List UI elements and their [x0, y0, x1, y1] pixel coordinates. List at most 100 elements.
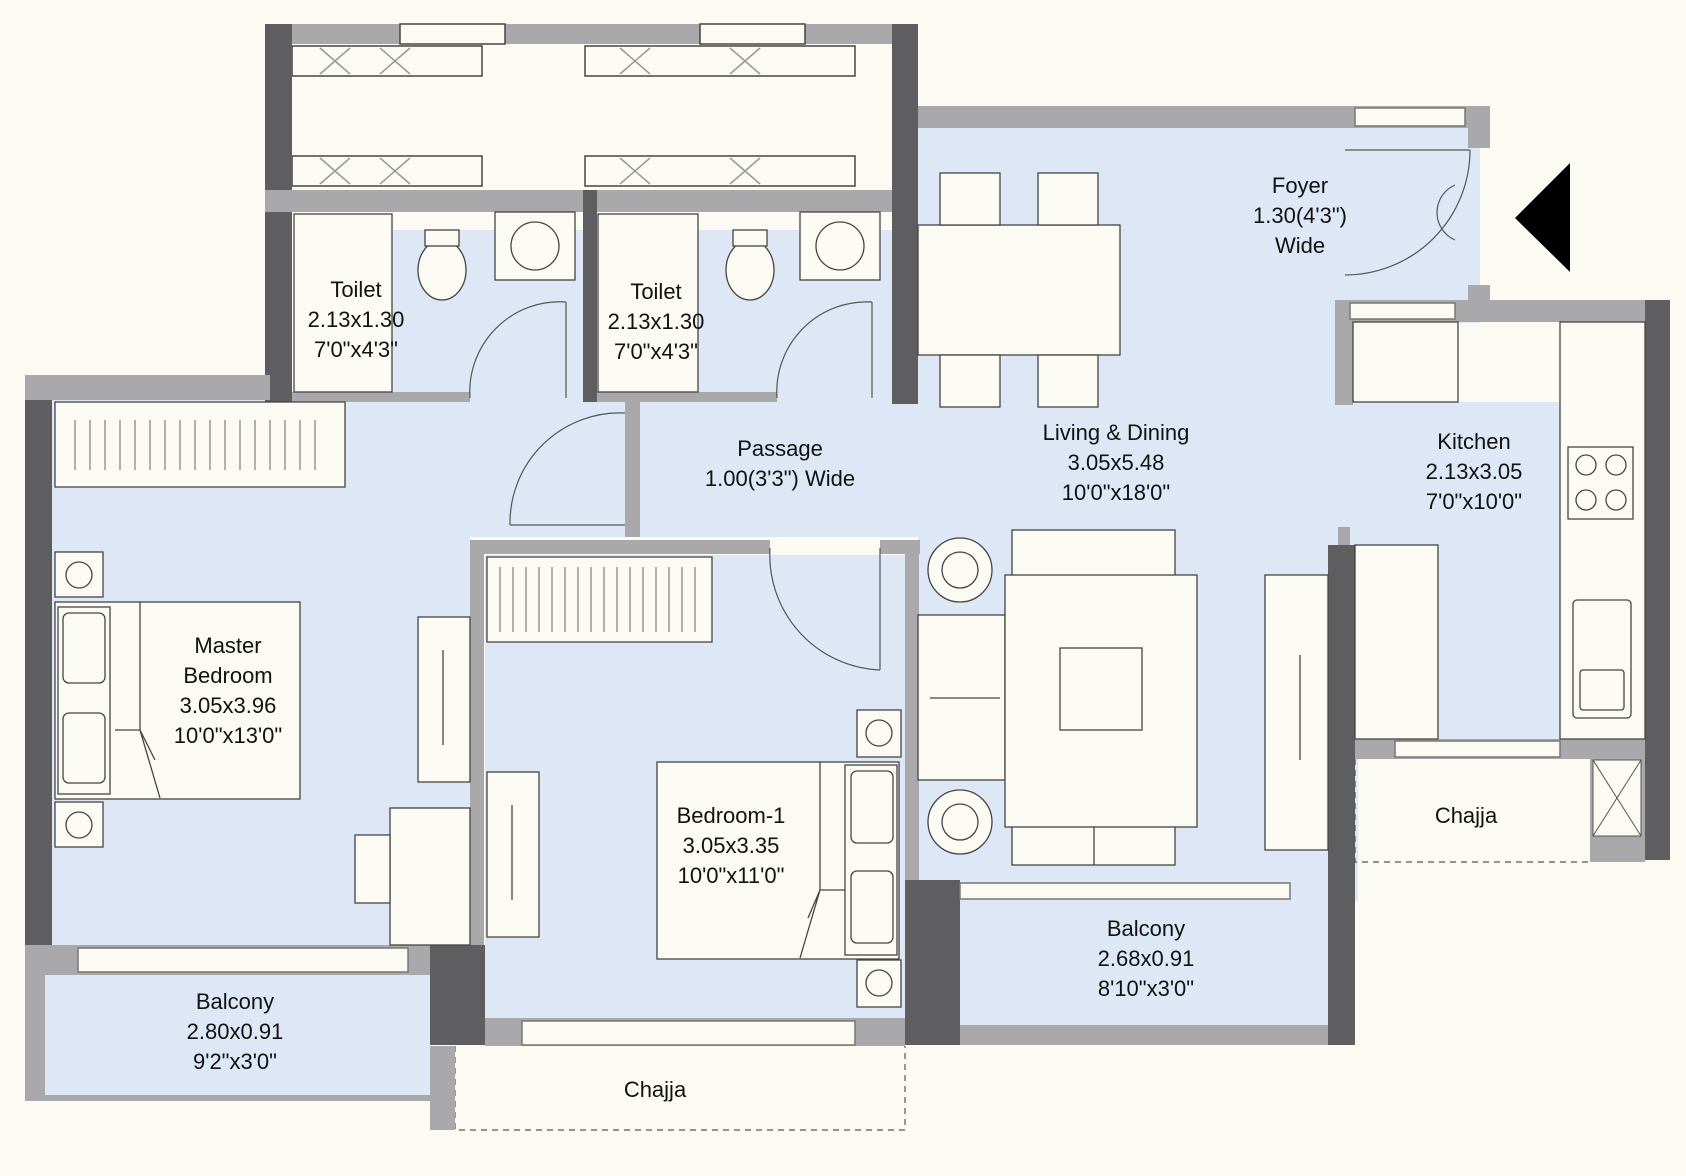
lamp-1-icon — [65, 561, 93, 589]
ac-ledge-2-cross — [619, 47, 761, 75]
bedroom-1-size-m: 3.05x3.35 — [683, 833, 780, 858]
door-master — [509, 412, 626, 526]
door-foyer — [1344, 149, 1471, 276]
wall-bed1-right — [905, 540, 919, 880]
burner-4-icon — [1605, 489, 1627, 511]
ac-ledge-1 — [291, 45, 483, 77]
balcony-master-name: Balcony — [196, 989, 274, 1014]
furniture — [54, 172, 1646, 1008]
toilet-1-name: Toilet — [330, 277, 381, 302]
kitchen-size-ft: 7'0"x10'0" — [1426, 489, 1522, 514]
toilet-2-size-m: 2.13x1.30 — [608, 309, 705, 334]
windows — [77, 107, 1561, 1046]
burner-2-icon — [1605, 454, 1627, 476]
dining-chair-3 — [939, 354, 1001, 408]
toilet-1-basin-bowl-icon — [510, 221, 560, 271]
foyer-size: 1.30(4'3") — [1253, 203, 1347, 228]
passage-size: 1.00(3'3") Wide — [705, 466, 855, 491]
chajja-right-duct-cross — [1592, 759, 1642, 837]
door-toilet-2 — [776, 301, 873, 399]
duct-area — [291, 23, 892, 192]
wall-toilet-left — [265, 190, 292, 402]
wall-toilet-top — [265, 190, 892, 212]
wall-kitchen-pillar — [1338, 527, 1350, 545]
kitchen-counter-top — [1352, 321, 1459, 403]
living-dining-size-m: 3.05x5.48 — [1068, 450, 1165, 475]
kitchen-name: Kitchen — [1437, 429, 1510, 454]
foyer-floor — [1355, 128, 1480, 323]
side-table-1-inner-icon — [941, 551, 979, 589]
bed1-bed-fold — [799, 762, 845, 959]
toilet-1-shower — [293, 213, 393, 393]
master-wardrobe-lines — [74, 420, 316, 470]
toilet-2-basin-bowl-icon — [815, 221, 865, 271]
kitchen-sink-bowl — [1579, 669, 1625, 711]
coffee-table — [1059, 647, 1143, 731]
ac-ledge-1-cross — [319, 47, 411, 75]
window-living-balcony — [959, 882, 1291, 900]
ac-ledge-4 — [584, 155, 856, 187]
wall-master-balcony-left — [25, 975, 45, 1095]
wall-master-top — [25, 375, 270, 400]
wall-toilet-bottom-2 — [597, 392, 777, 402]
wall-toilet-bottom-1 — [292, 392, 470, 402]
kitchen-size-m: 2.13x3.05 — [1426, 459, 1523, 484]
window-bed1-bottom — [521, 1020, 856, 1046]
wall-duct-left — [265, 24, 292, 194]
bedroom-1-name: Bedroom-1 — [677, 803, 786, 828]
burner-1-icon — [1575, 454, 1597, 476]
window-foyer-top — [1354, 107, 1466, 127]
chajja-bottom-shade — [430, 1046, 455, 1130]
wall-master-bed1-partition — [470, 540, 484, 945]
chajja-bottom-name: Chajja — [624, 1077, 687, 1102]
chajja-right-name: Chajja — [1435, 803, 1498, 828]
master-desk — [389, 807, 471, 946]
bed1-wardrobe — [486, 556, 713, 643]
toilet-2-name: Toilet — [630, 279, 681, 304]
ac-ledge-3 — [291, 155, 483, 187]
door-toilet-1 — [469, 301, 567, 399]
balcony-master-size-ft: 9'2"x3'0" — [193, 1049, 277, 1074]
toilet-1-size-ft: 7'0"x4'3" — [314, 337, 398, 362]
balcony-master-size-m: 2.80x0.91 — [187, 1019, 284, 1044]
toilet-2-wc-icon — [725, 239, 775, 301]
wall-foyer-right — [1468, 128, 1490, 148]
chajja-outlines — [454, 759, 1590, 1131]
master-pillow-1 — [62, 612, 106, 684]
master-bed-fold — [115, 602, 161, 799]
kitchen-fridge — [1354, 544, 1439, 740]
wall-kitchen-left — [1335, 300, 1353, 405]
toilet-1-size-m: 2.13x1.30 — [308, 307, 405, 332]
lamp-2-icon — [65, 811, 93, 839]
walls — [25, 24, 1670, 1101]
master-desk-chair — [354, 834, 391, 904]
toilet-2-cistern — [732, 229, 768, 247]
pillar-bottom-mid — [905, 880, 960, 1045]
duct-window-2 — [699, 23, 806, 45]
wall-bed1-top — [470, 540, 770, 554]
wall-living-top — [918, 106, 1490, 128]
bedroom-1-size-ft: 10'0"x11'0" — [678, 863, 785, 888]
door-foyer-knob — [1436, 184, 1456, 241]
lamp-4-icon — [865, 969, 893, 997]
doors — [469, 149, 1471, 671]
entry-arrow-icon — [1515, 163, 1570, 272]
passage-name: Passage — [737, 436, 823, 461]
master-tv-unit — [417, 616, 471, 783]
burner-3-icon — [1575, 489, 1597, 511]
living-balcony-floor — [960, 900, 1328, 1025]
wall-living-balcony-bottom — [960, 1025, 1328, 1045]
bed1-wardrobe-lines — [499, 567, 696, 632]
window-kitchen-top — [1349, 302, 1456, 320]
foyer-name: Foyer — [1272, 173, 1328, 198]
bed1-pillow-1 — [850, 770, 894, 844]
master-pillow-2 — [62, 712, 106, 784]
master-bedroom-size-m: 3.05x3.96 — [180, 693, 277, 718]
ac-ledge-2 — [584, 45, 856, 77]
toilet-2-size-ft: 7'0"x4'3" — [614, 339, 698, 364]
living-dining-name: Living & Dining — [1043, 420, 1190, 445]
living-tv-unit — [1264, 574, 1329, 851]
pillar-living-right — [1328, 545, 1355, 1045]
chajja-right-outline — [1354, 759, 1590, 863]
